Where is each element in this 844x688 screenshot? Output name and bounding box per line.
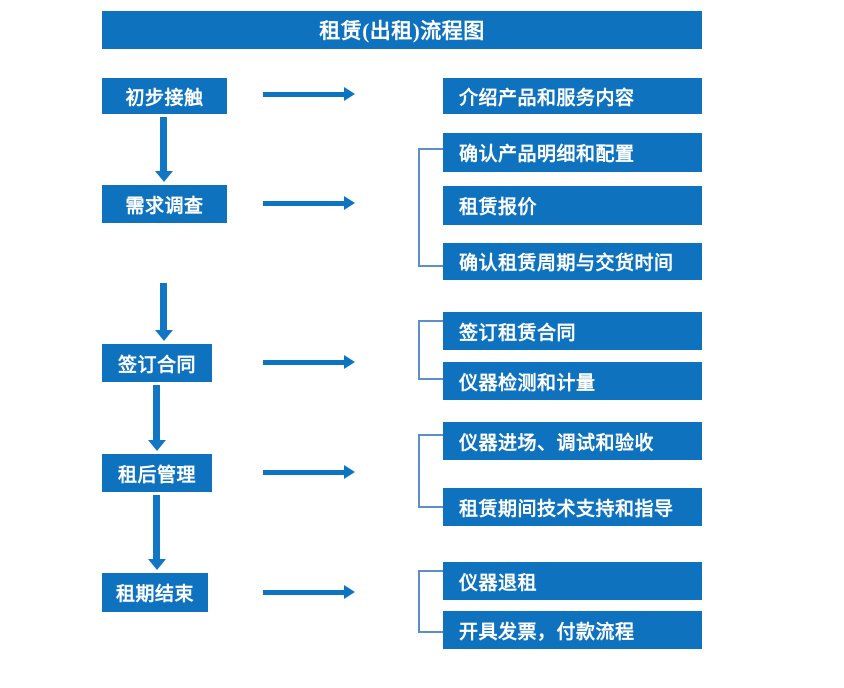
detail-box-technical-support-during-rental[interactable]: 租赁期间技术支持和指导 bbox=[443, 488, 702, 526]
group-bracket-sign-contract bbox=[418, 320, 443, 380]
detail-box-sign-rental-contract[interactable]: 签订租赁合同 bbox=[443, 312, 702, 350]
detail-box-confirm-rental-period-delivery[interactable]: 确认租赁周期与交货时间 bbox=[443, 243, 702, 280]
vertical-arrow-4 bbox=[148, 495, 166, 570]
stage-box-sign-contract[interactable]: 签订合同 bbox=[102, 344, 212, 382]
vertical-arrow-3 bbox=[148, 385, 166, 451]
stage-box-rental-end[interactable]: 租期结束 bbox=[102, 573, 208, 612]
horizontal-arrow-2 bbox=[263, 196, 355, 210]
horizontal-arrow-1 bbox=[263, 87, 355, 101]
detail-box-intro-products-services[interactable]: 介绍产品和服务内容 bbox=[443, 78, 702, 114]
horizontal-arrow-4 bbox=[263, 465, 355, 479]
group-bracket-post-rental-management bbox=[418, 434, 443, 508]
stage-box-post-rental-management[interactable]: 租后管理 bbox=[102, 454, 212, 492]
detail-box-rental-quotation[interactable]: 租赁报价 bbox=[443, 186, 702, 225]
vertical-arrow-2 bbox=[155, 283, 173, 341]
detail-box-instrument-entry-commissioning-acceptance[interactable]: 仪器进场、调试和验收 bbox=[443, 422, 702, 460]
vertical-arrow-1 bbox=[155, 117, 173, 182]
horizontal-arrow-5 bbox=[263, 585, 355, 599]
detail-box-invoice-payment-process[interactable]: 开具发票，付款流程 bbox=[443, 611, 702, 649]
group-bracket-rental-end bbox=[418, 570, 443, 633]
stage-box-initial-contact[interactable]: 初步接触 bbox=[102, 78, 227, 114]
detail-box-instrument-return[interactable]: 仪器退租 bbox=[443, 562, 702, 600]
group-bracket-requirement-survey bbox=[418, 148, 443, 267]
detail-box-confirm-product-specs[interactable]: 确认产品明细和配置 bbox=[443, 133, 702, 172]
horizontal-arrow-3 bbox=[263, 355, 355, 369]
detail-box-instrument-inspection-metering[interactable]: 仪器检测和计量 bbox=[443, 362, 702, 400]
diagram-title: 租赁(出租)流程图 bbox=[102, 11, 702, 49]
stage-box-requirement-survey[interactable]: 需求调查 bbox=[102, 185, 227, 223]
